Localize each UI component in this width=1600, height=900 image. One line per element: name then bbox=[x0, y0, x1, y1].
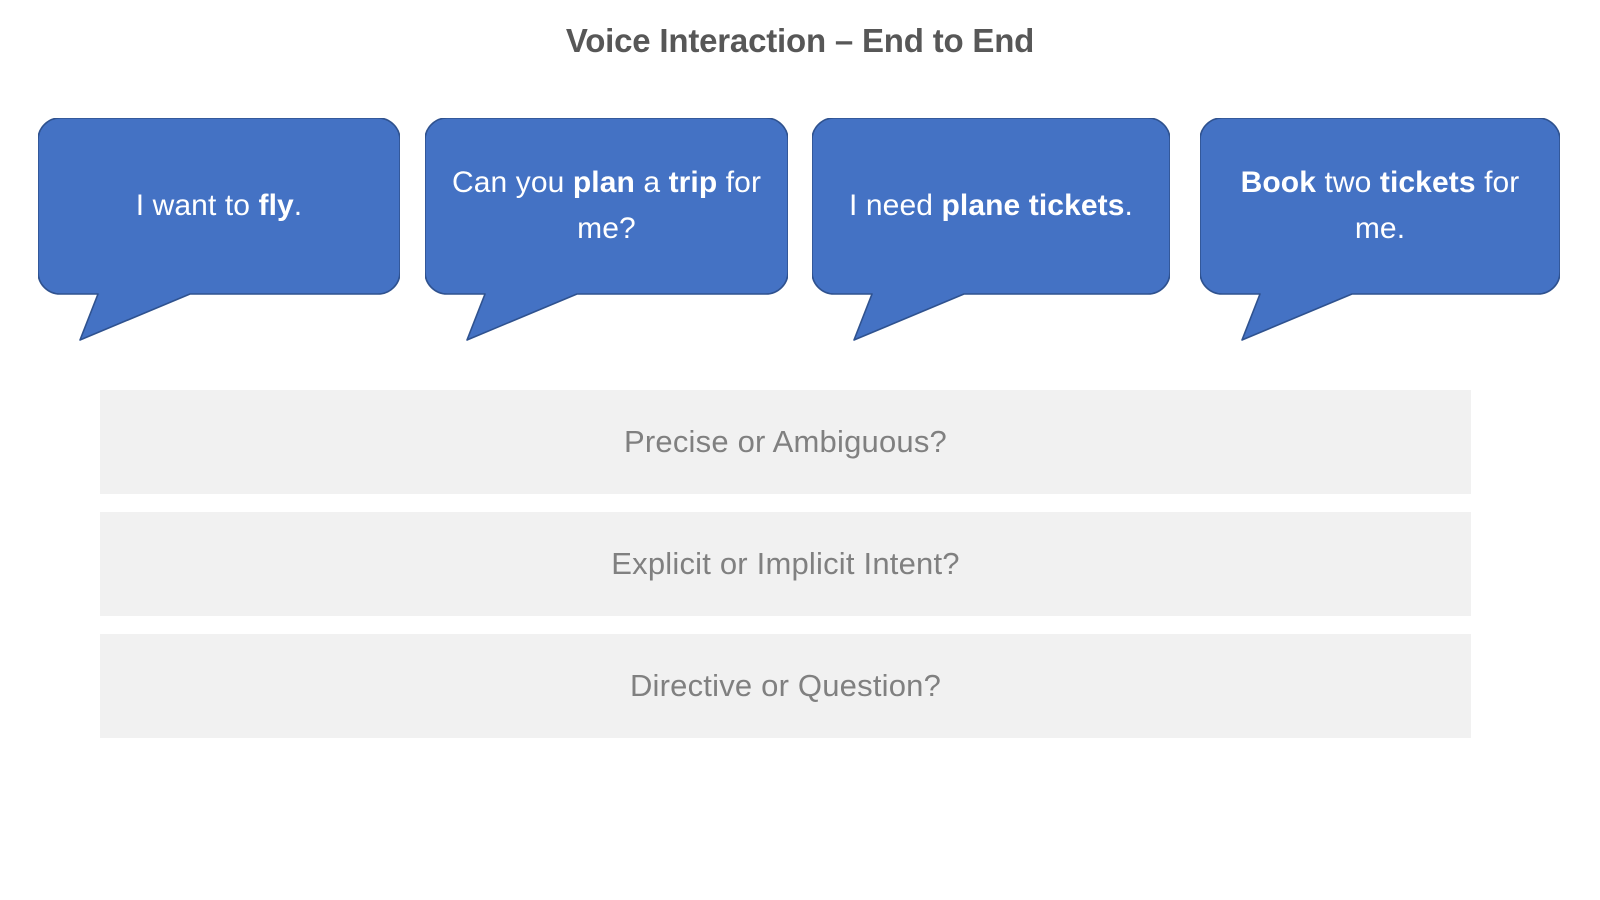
speech-bubble-text: Can you plan a trip for me? bbox=[425, 118, 788, 294]
plain-text: two bbox=[1316, 165, 1380, 199]
plain-text: I need bbox=[849, 188, 942, 222]
emphasis-word: tickets bbox=[1379, 165, 1476, 199]
question-bar-label: Directive or Question? bbox=[629, 668, 942, 703]
question-bar-list: Precise or Ambiguous? Explicit or Implici… bbox=[100, 390, 1471, 738]
speech-bubble-shape bbox=[1200, 118, 1560, 341]
speech-bubble-shape bbox=[812, 118, 1170, 341]
emphasis-word: fly bbox=[258, 188, 294, 222]
speech-bubble-text: Book two tickets for me. bbox=[1200, 118, 1560, 294]
speech-bubble-shape bbox=[425, 118, 788, 341]
speech-bubble-shape bbox=[38, 118, 400, 341]
speech-bubble-text: I want to fly. bbox=[38, 118, 400, 294]
speech-bubble: I need plane tickets. bbox=[812, 118, 1170, 348]
emphasis-word: plane tickets bbox=[941, 188, 1125, 222]
speech-bubble-text: I need plane tickets. bbox=[812, 118, 1170, 294]
question-bar: Explicit or Implicit Intent? bbox=[100, 512, 1471, 616]
page-title: Voice Interaction – End to End bbox=[565, 22, 1035, 59]
emphasis-word: Book bbox=[1240, 165, 1317, 199]
plain-text: . bbox=[1124, 188, 1133, 222]
speech-bubble: Can you plan a trip for me? bbox=[425, 118, 788, 348]
question-bar-label: Explicit or Implicit Intent? bbox=[611, 546, 960, 581]
question-bar: Precise or Ambiguous? bbox=[100, 390, 1471, 494]
speech-bubble: Book two tickets for me. bbox=[1200, 118, 1560, 348]
plain-text: I want to bbox=[135, 188, 259, 222]
question-bar-label: Precise or Ambiguous? bbox=[624, 424, 947, 459]
plain-text: . bbox=[293, 188, 303, 222]
speech-bubble: I want to fly. bbox=[38, 118, 400, 348]
emphasis-word: plan bbox=[572, 165, 635, 199]
emphasis-word: trip bbox=[668, 165, 718, 199]
plain-text: for me. bbox=[1354, 165, 1520, 246]
plain-text: Can you bbox=[451, 165, 573, 199]
speech-bubble-row: I want to fly.Can you plan a trip for me… bbox=[0, 118, 1600, 348]
plain-text: a bbox=[634, 165, 669, 199]
question-bar: Directive or Question? bbox=[100, 634, 1471, 738]
plain-text: for me? bbox=[577, 165, 762, 246]
